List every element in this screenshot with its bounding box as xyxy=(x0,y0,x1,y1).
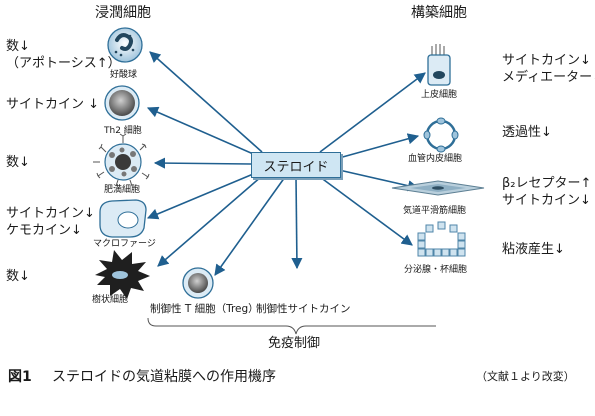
arrow-mast xyxy=(153,157,252,169)
arrow-gland xyxy=(319,176,413,246)
eosinophil-icon xyxy=(107,27,143,63)
figure-title: ステロイドの気道粘膜への作用機序 xyxy=(52,369,276,385)
gland-effect: 粘液産生↓ xyxy=(502,242,565,257)
immune-regulation-bracket xyxy=(147,317,436,335)
epithelial-cell-icon xyxy=(427,44,451,86)
figure-label: 図1 xyxy=(8,369,32,385)
figure-source: （文献１より改変） xyxy=(476,370,575,383)
th2-effect: サイトカイン ↓ xyxy=(6,97,100,112)
eosinophil-effect: 数↓ （アポトーシス↑） xyxy=(6,39,121,71)
macrophage-label: マクロファージ xyxy=(93,239,156,249)
smooth-muscle-label: 気道平滑筋細胞 xyxy=(403,206,467,216)
th2-label: Th2 細胞 xyxy=(104,126,142,136)
mast-cell-icon xyxy=(93,133,150,187)
endothelial-label: 血管内皮細胞 xyxy=(408,154,463,164)
treg-label: 制御性 T 細胞（Treg） xyxy=(150,303,259,315)
smooth-muscle-effect: β₂レセプター↑ サイトカイン↓ xyxy=(502,176,592,208)
treg-cell-icon xyxy=(182,267,214,299)
infiltrating-cells-header: 浸潤細胞 xyxy=(95,5,151,21)
regulatory-cytokine-label: 制御性サイトカイン xyxy=(256,303,351,315)
arrow-endothelial xyxy=(338,133,420,159)
dendritic-cell-icon xyxy=(95,250,150,299)
endothelial-cell-icon xyxy=(423,117,459,153)
macrophage-icon xyxy=(99,199,147,238)
dendritic-cell-label: 樹状細胞 xyxy=(92,295,129,305)
mast-cell-effect: 数↓ xyxy=(6,155,30,170)
arrow-eosinophil xyxy=(149,51,263,153)
epithelial-effect: サイトカイン↓ メディエーター↓ xyxy=(502,53,595,85)
dendritic-cell-effect: 数↓ xyxy=(6,269,30,284)
th2-cell-icon xyxy=(104,85,140,121)
macrophage-effect: サイトカイン↓ ケモカイン↓ xyxy=(6,206,95,238)
arrow-epithelial xyxy=(319,72,426,153)
smooth-muscle-cell-icon xyxy=(391,180,485,196)
steroid-box: ステロイド xyxy=(251,152,341,178)
arrow-dendritic xyxy=(157,175,263,267)
mast-cell-label: 肥満細胞 xyxy=(104,185,141,195)
arrow-macrophage xyxy=(146,171,259,220)
arrow-th2 xyxy=(146,106,259,157)
structural-cells-header: 構築細胞 xyxy=(411,5,467,21)
immune-regulation-label: 免疫制御 xyxy=(268,336,321,351)
eosinophil-label: 好酸球 xyxy=(110,70,138,80)
gland-label: 分泌腺・杯細胞 xyxy=(404,265,468,275)
endothelial-effect: 透過性↓ xyxy=(502,125,552,140)
arrow-cytokine xyxy=(291,176,303,270)
gland-cell-icon xyxy=(417,221,466,257)
arrow-treg xyxy=(214,176,286,276)
arrow-smooth-muscle xyxy=(338,169,420,192)
epithelial-label: 上皮細胞 xyxy=(421,90,458,100)
